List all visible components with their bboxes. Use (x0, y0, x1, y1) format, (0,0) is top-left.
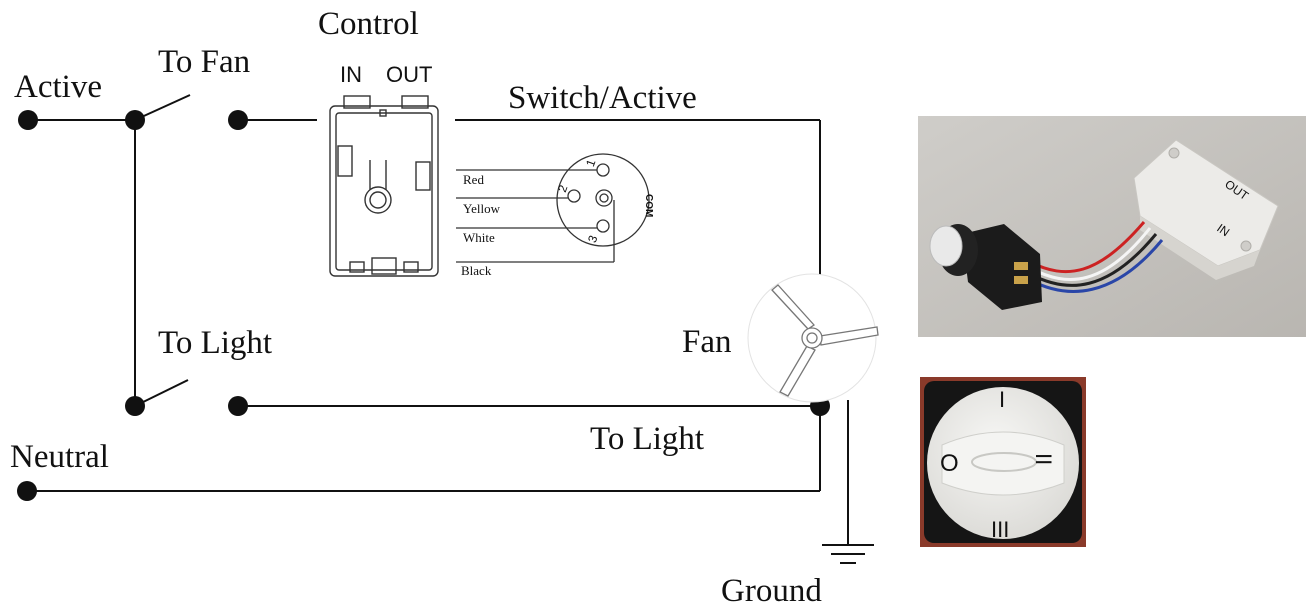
active-terminal (18, 110, 38, 130)
photo-wires (1029, 221, 1164, 293)
switch-wiring-photo: OUT IN (918, 116, 1306, 337)
control-label: Control (318, 6, 419, 42)
knob-position-i: I (999, 387, 1005, 412)
neutral-terminal (17, 481, 37, 501)
to-fan-label: To Fan (158, 44, 250, 80)
pin-3-contact (596, 219, 610, 233)
control-out-label: OUT (386, 62, 432, 87)
fan-icon (747, 273, 879, 403)
knob-position-ii: II (1031, 453, 1056, 465)
fan-label: Fan (682, 324, 732, 360)
rotary-knob-photo: I O II III (920, 377, 1086, 547)
com-contact (595, 189, 613, 207)
knob-grip-icon (971, 452, 1037, 472)
knob-position-o: O (940, 450, 959, 477)
rotary-switch-body (556, 153, 650, 247)
pin-2-contact (567, 189, 581, 203)
wiring-lines (27, 94, 874, 564)
active-label: Active (14, 69, 102, 105)
rotary-switch-schematic (456, 153, 650, 263)
com-label: COM (643, 194, 654, 217)
ground-label: Ground (721, 573, 822, 609)
control-in-label: IN (340, 62, 362, 87)
to-light-label-bottom: To Light (590, 421, 704, 457)
pin-1-label: 1 (583, 157, 599, 168)
to-light-label-top: To Light (158, 325, 272, 361)
switch-active-label: Switch/Active (508, 80, 697, 116)
to-light-terminal (228, 396, 248, 416)
light-switch-pivot (125, 396, 145, 416)
pin-3-label: 3 (585, 233, 601, 244)
rotary-switch-body-photo (929, 224, 1042, 310)
neutral-label: Neutral (10, 439, 109, 475)
white-wire-label: White (463, 230, 495, 245)
yellow-wire-label: Yellow (463, 201, 501, 216)
fan-switch-lever (134, 94, 191, 121)
knob-position-iii: III (991, 517, 1009, 542)
pin-2-label: 2 (555, 183, 571, 194)
control-module-box: OUT IN (1133, 139, 1279, 280)
to-fan-terminal (228, 110, 248, 130)
terminals (17, 110, 830, 501)
control-module (329, 95, 439, 277)
red-wire-label: Red (463, 172, 484, 187)
black-wire-label: Black (461, 263, 492, 278)
pin-1-contact (596, 163, 610, 177)
fan-switch-pivot (125, 110, 145, 130)
